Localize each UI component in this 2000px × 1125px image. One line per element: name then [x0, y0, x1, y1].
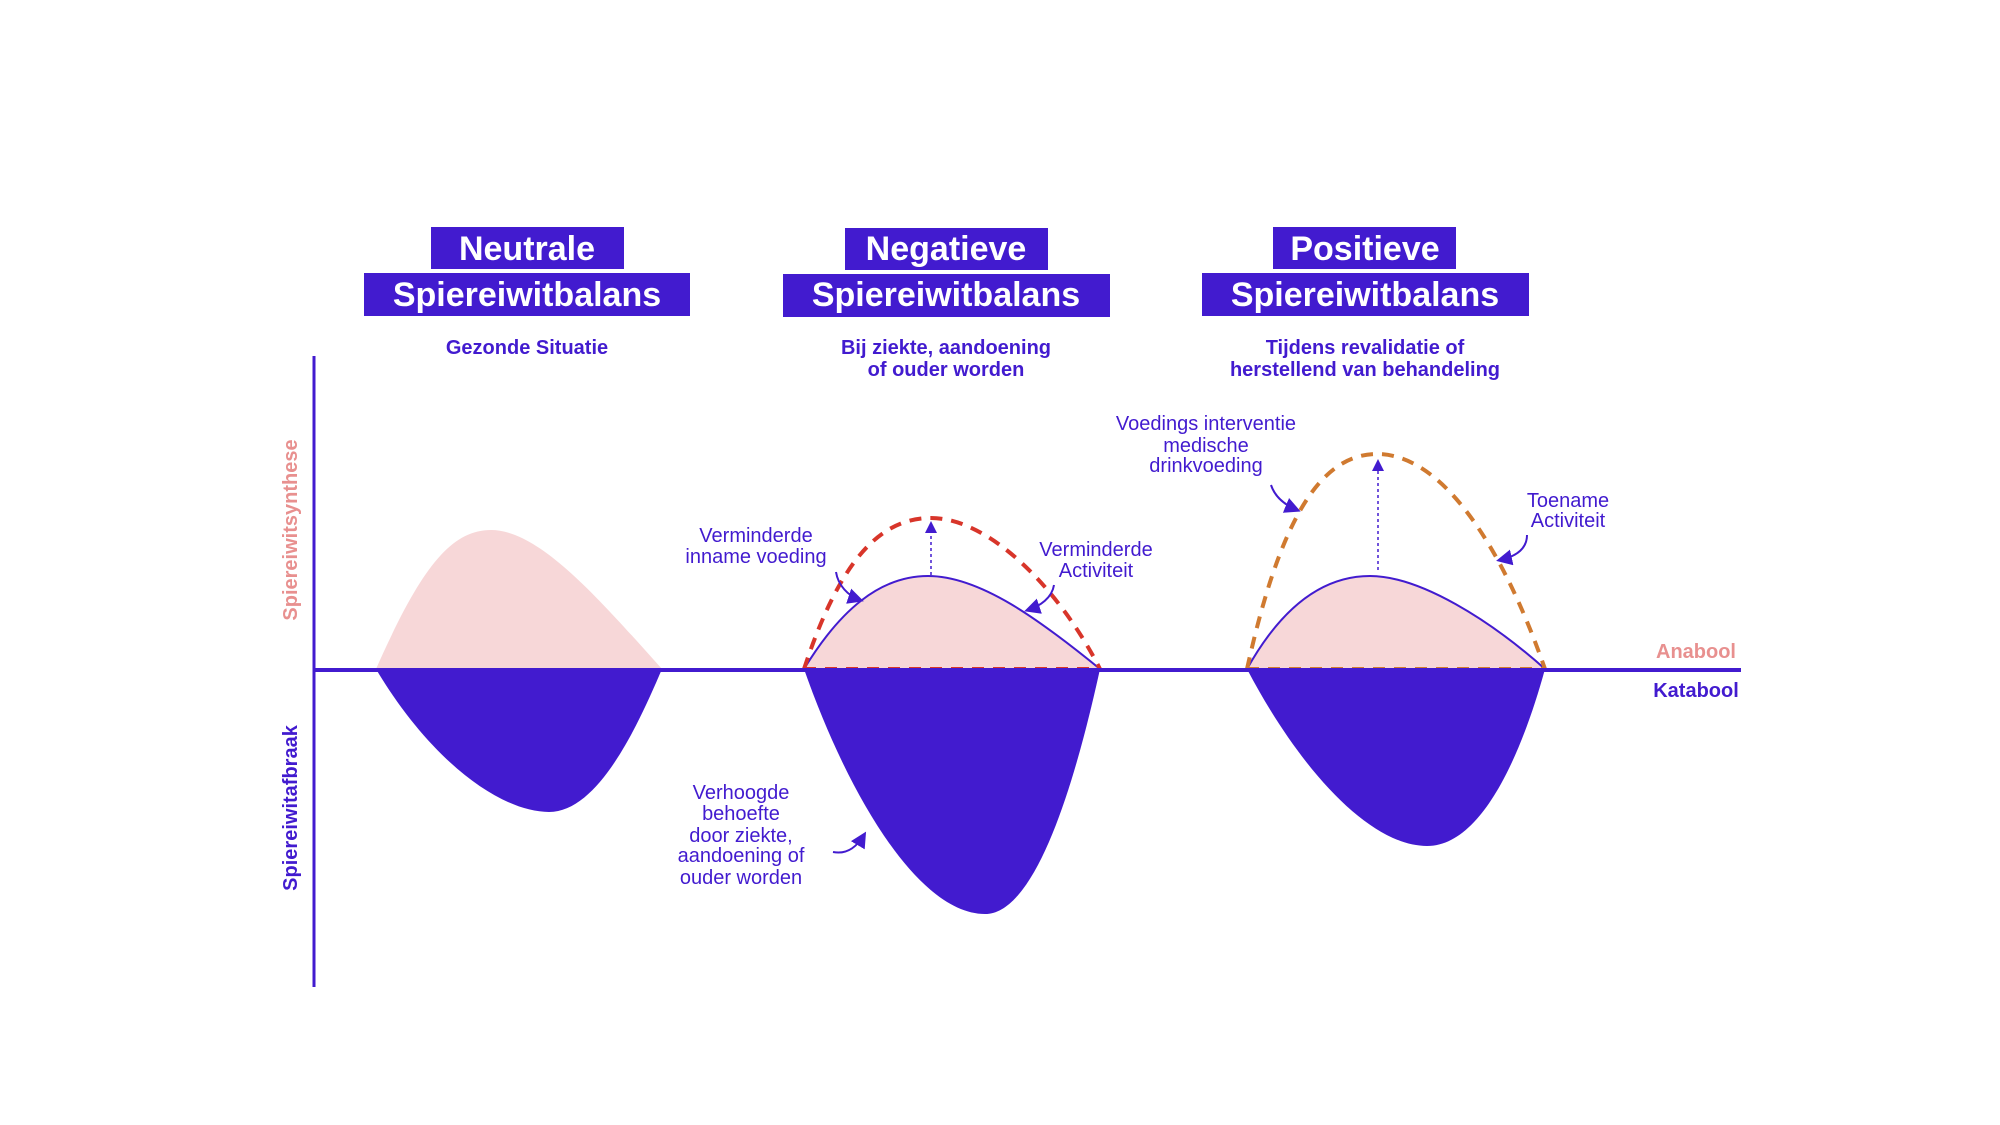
- anabool-label: Anabool: [1656, 641, 1736, 663]
- annotation-arrow: [1270, 484, 1301, 513]
- panel-title-line2: Spiereiwitbalans: [393, 276, 661, 314]
- annotation-increased-need: Verhoogde behoefte door ziekte, aandoeni…: [678, 782, 867, 889]
- annotation-arrow: [832, 831, 867, 854]
- title-box: [364, 273, 690, 316]
- neutral-synthesis-area: [376, 530, 662, 669]
- panel-subtitle: Gezonde Situatie: [446, 337, 608, 359]
- annotation-arrow: [835, 571, 864, 604]
- title-box: [783, 274, 1110, 317]
- annotation-line: Verminderde: [699, 525, 812, 547]
- panel-subtitle-line1: Bij ziekte, aandoening: [841, 337, 1051, 359]
- annotation-line: Voedings interventie: [1116, 413, 1296, 435]
- panel-subtitle-line2: of ouder worden: [868, 359, 1025, 381]
- y-axis-label-synthesis: Spiereiwitsynthese: [280, 439, 302, 620]
- annotation-line: Activiteit: [1531, 510, 1606, 532]
- negative-breakdown-area: [804, 669, 1100, 914]
- annotation-line: aandoening of: [678, 845, 805, 867]
- title-box: [1273, 227, 1456, 269]
- annotation-line: drinkvoeding: [1149, 455, 1262, 477]
- annotation-line: medische: [1163, 435, 1249, 457]
- panel-title-line1: Positieve: [1290, 230, 1439, 268]
- panel-title-line2: Spiereiwitbalans: [812, 276, 1080, 314]
- annotation-line: Toename: [1527, 490, 1609, 512]
- negative-synthesis-area: [802, 574, 1103, 670]
- annotation-arrow: [1496, 534, 1528, 566]
- katabool-label: Katabool: [1653, 680, 1739, 702]
- annotation-line: inname voeding: [685, 546, 826, 568]
- annotation-line: Verhoogde: [693, 782, 790, 804]
- annotation-line: Verminderde: [1039, 539, 1152, 561]
- panel-negative-header: Negatieve Spiereiwitbalans Bij ziekte, a…: [783, 228, 1110, 381]
- neutral-breakdown-area: [376, 669, 662, 812]
- panel-subtitle-line2: herstellend van behandeling: [1230, 359, 1500, 381]
- positive-breakdown-area: [1247, 669, 1545, 846]
- annotation-line: Activiteit: [1059, 560, 1134, 582]
- annotation-increased-activity: Toename Activiteit: [1496, 490, 1609, 566]
- y-axis-label-breakdown: Spiereiwitafbraak: [280, 724, 302, 891]
- title-box: [431, 227, 624, 269]
- annotation-line: behoefte: [702, 803, 780, 825]
- annotation-reduced-intake: Verminderde inname voeding: [685, 525, 864, 604]
- annotation-line: door ziekte,: [689, 825, 792, 847]
- title-box: [845, 228, 1048, 270]
- panel-title-line1: Negatieve: [866, 230, 1027, 268]
- annotation-arrow: [1024, 584, 1055, 614]
- panel-title-line1: Neutrale: [459, 230, 595, 268]
- annotation-nutrition-intervention: Voedings interventie medische drinkvoedi…: [1116, 413, 1301, 513]
- panel-subtitle-line1: Tijdens revalidatie of: [1266, 337, 1465, 359]
- annotation-reduced-activity: Verminderde Activiteit: [1024, 539, 1153, 614]
- title-box: [1202, 273, 1529, 316]
- panel-neutral-header: Neutrale Spiereiwitbalans Gezonde Situat…: [364, 227, 690, 359]
- positive-synthesis-area: [1245, 574, 1548, 670]
- annotation-line: ouder worden: [680, 867, 802, 889]
- panel-title-line2: Spiereiwitbalans: [1231, 276, 1499, 314]
- panel-positive-header: Positieve Spiereiwitbalans Tijdens reval…: [1202, 227, 1529, 381]
